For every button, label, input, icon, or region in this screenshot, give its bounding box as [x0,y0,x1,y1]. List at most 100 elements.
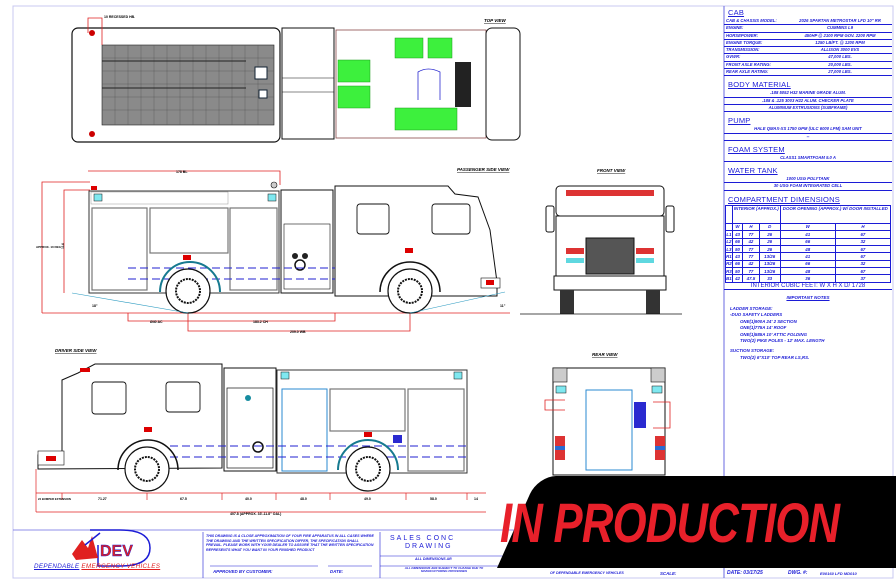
note-line: ONE(1)585A 10' ATTIC FOLDING [740,331,807,337]
compartment-cell: 26 [758,237,781,246]
ch-dim: 183.2 CH [253,320,268,324]
approved-by-label: APPROVED BY CUSTOMER: [213,569,273,574]
spec-key: TRANSMISSION: [726,47,760,53]
bumper-dim: 24 BUMPER EXTENSION [38,497,71,501]
spec-value: 20,000 LBS. [828,61,852,67]
compartment-cell: 50 [731,267,744,276]
spec-value: 27,000 LBS. [828,69,852,75]
body-line: .188 & .125 3003 H22 ALUM. CHECKER PLATE [724,98,892,105]
disclaimer-text: THIS DRAWING IS A CLOSE APPROXIMATION OF… [206,534,374,552]
dim-seg-2: 67.5 [180,497,187,501]
spec-value: ALLISON 3000 EVS [820,47,860,53]
compartment-cell: R3 [725,267,733,276]
spec-key: ENGINE: [726,25,744,31]
drawing-number-label: DWG. #: [788,570,808,576]
rear-clearance-dim: 18" [92,304,98,308]
front-view [520,185,682,315]
cab-spec-row: ENGINE TORQUE: 1250 LB/FT. @ 1200 RPM [724,39,892,48]
recessed-dim-label: 10 RECESSED HB. [104,15,135,19]
note-line: ONE(1)775A 14' ROOF [740,325,787,331]
wheelbase-dim: 209.0 WB [290,330,306,334]
driver-view-label: DRIVER SIDE VIEW [55,348,97,353]
column-header: D [758,222,781,232]
compartment-cell: 77 [742,252,760,261]
company-name-a: DEPENDABLE [34,563,80,570]
note-line: SUCTION STORAGE: [730,348,775,354]
spec-key: CAB & CHASSIS MODEL: [726,18,777,23]
approval-date-label: DATE: [330,569,344,574]
body-line: ALUMINUM EXTRUSIONS (SUBFRAME) [724,105,892,113]
dimensions-note: ALL DIMENSIONS ARE SUBJECT TO CHANGE DUE… [404,566,484,574]
compartment-cell: 67 [834,252,892,261]
note-line: LADDER STORAGE: [730,305,773,311]
compartment-cell: 66 [779,259,836,269]
front-view-label: FRONT VIEW [597,168,626,173]
cab-spec-rows: CAB & CHASSIS MODEL: 2026 SPARTAN METROST… [724,18,892,77]
cab-spec-row: ENGINE:CUMMINS L9 [724,25,892,33]
compartment-cell: 48 [779,244,836,254]
compartment-cell: 67 [834,244,892,254]
compartment-cell: 32 [834,259,892,269]
spec-key: ENGINE TORQUE: [726,39,763,45]
cab-spec-row: CAB & CHASSIS MODEL: 2026 SPARTAN METROST… [724,18,892,26]
scale-label: SCALE: [660,571,677,576]
compartment-table: INTERIOR (APPROX.) DOOR OPENING (APPROX.… [725,204,892,283]
spec-value: 47,000 LBS. [828,54,852,60]
note-line: ONE(1)900A 24' 2 SECTION [740,318,797,324]
compartment-cell: 77 [742,244,760,254]
compartment-cell: 13/26 [758,259,781,269]
compartment-cell: 66 [731,259,744,269]
company-name: DEPENDABLE EMERGENCY VEHICLES [34,563,160,570]
compartment-cell: 33 [758,274,781,283]
compartment-cell: 36 [779,274,836,283]
compartment-cell: 66 [731,237,744,246]
sales-concept-line2: DRAWING [405,543,453,550]
dim-seg-3: 40.0 [245,497,252,501]
dim-seg-4: 48.0 [300,497,307,501]
compartment-cell: L2 [725,237,733,246]
cab-spec-row: HORSEPOWER:450HP @ 2100 RPM GOV. 2200 RP… [724,33,892,40]
water-line: 1000 USG POLYTANK [724,176,892,184]
passenger-view-label: PASSENGER SIDE VIEW [457,167,510,172]
angle-dim: APPROX. 10 DEG [36,245,62,249]
compartment-cell: 50 [731,244,744,254]
compartment-cell: 41 [779,230,836,239]
company-name-b: EMERGENCY VEHICLES [81,563,161,570]
spec-value: 1250 LB/FT. @ 1200 RPM [815,39,865,45]
dim-seg-6: 58.0 [430,497,437,501]
compartment-cell: 42 [742,259,760,269]
height-dim: 114 [61,243,65,249]
rear-view-label: REAR VIEW [592,352,618,357]
blank-header [725,204,733,224]
note-line: -DUO SAFETY LADDERS [730,312,783,318]
column-header: H [742,222,760,232]
compartment-cell: 41 [779,252,836,261]
compartment-cell: 32 [834,237,892,246]
compartment-cell: 67 [834,230,892,239]
dim-seg-5: 49.0 [364,497,371,501]
door-header: DOOR OPENING (APPROX.) W/ DOOR INSTALLED [779,204,892,224]
cab-spec-row: TRANSMISSION: ALLISON 3000 EVS [724,47,892,55]
sales-concept-line1: SALES CONC [390,535,456,542]
compartment-cell: L3 [725,244,733,254]
compartment-cell: 67 [834,267,892,276]
compartment-cell: 77 [742,267,760,276]
spec-key: HORSEPOWER: [726,32,759,38]
compartment-cell: 26 [758,244,781,254]
column-header: W [779,222,836,232]
compartment-cell: B1 [725,274,733,283]
compartment-cell: 43 [731,252,744,261]
compartment-cell: L1 [725,230,733,239]
cab-spec-row: GVWR:47,000 LBS. [724,54,892,62]
spec-value: 2026 SPARTAN METROSTAR LFD 10" RR [799,18,881,23]
compartment-cell: 66 [779,237,836,246]
blank-cell [725,222,733,232]
passenger-side-view [41,170,510,332]
